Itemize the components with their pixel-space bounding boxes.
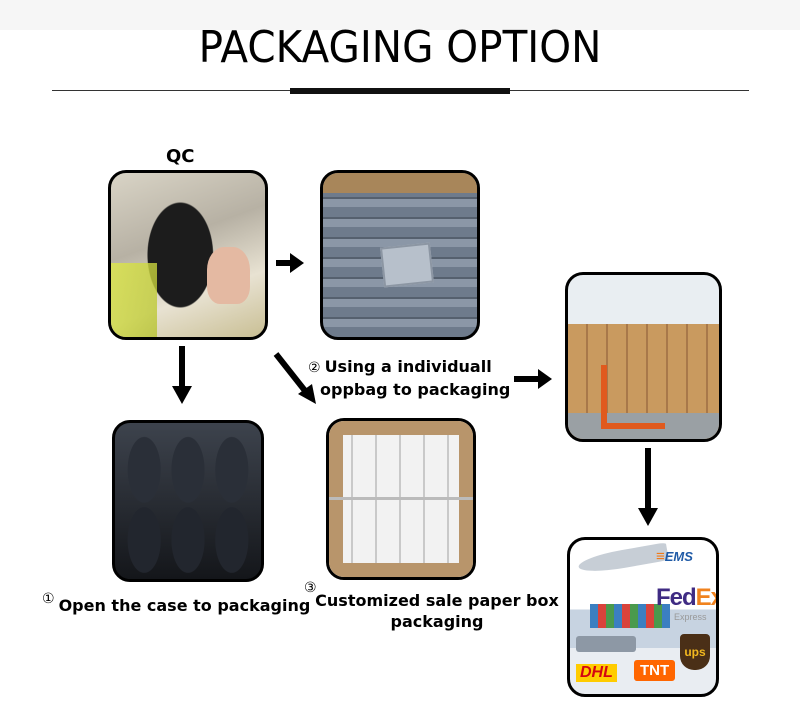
qc-inspection-photo xyxy=(108,170,268,340)
paper-box-photo xyxy=(326,418,476,580)
shipping-carriers-photo: ≡EMS FedEx Express ups DHL TNT xyxy=(567,537,719,697)
warehouse-photo xyxy=(565,272,722,442)
arrow-down-icon xyxy=(638,448,658,526)
step-3-number: ③ xyxy=(304,580,317,596)
arrow-right-icon xyxy=(514,369,552,389)
arrow-diagonal-icon xyxy=(273,352,316,404)
arrow-down-icon xyxy=(172,346,192,404)
fedex-express-text: Express xyxy=(674,612,707,622)
open-case-photo xyxy=(112,420,264,582)
title-divider-accent xyxy=(290,88,510,94)
qc-label: QC xyxy=(166,146,195,167)
ups-logo: ups xyxy=(680,634,710,670)
tnt-logo: TNT xyxy=(634,660,676,681)
cargo-ship-shape xyxy=(590,604,670,628)
fedex-logo: FedEx xyxy=(656,584,716,611)
step-1-number: ① xyxy=(42,591,55,607)
dhl-logo: DHL xyxy=(576,664,617,682)
top-band xyxy=(0,0,800,30)
arrow-right-icon xyxy=(276,253,304,273)
page-title: PACKAGING OPTION xyxy=(198,22,602,73)
ems-logo: ≡EMS xyxy=(656,548,693,565)
trucks-shape xyxy=(576,636,636,652)
oppbag-packaging-photo xyxy=(320,170,480,340)
step-2-number: ② xyxy=(308,360,321,376)
